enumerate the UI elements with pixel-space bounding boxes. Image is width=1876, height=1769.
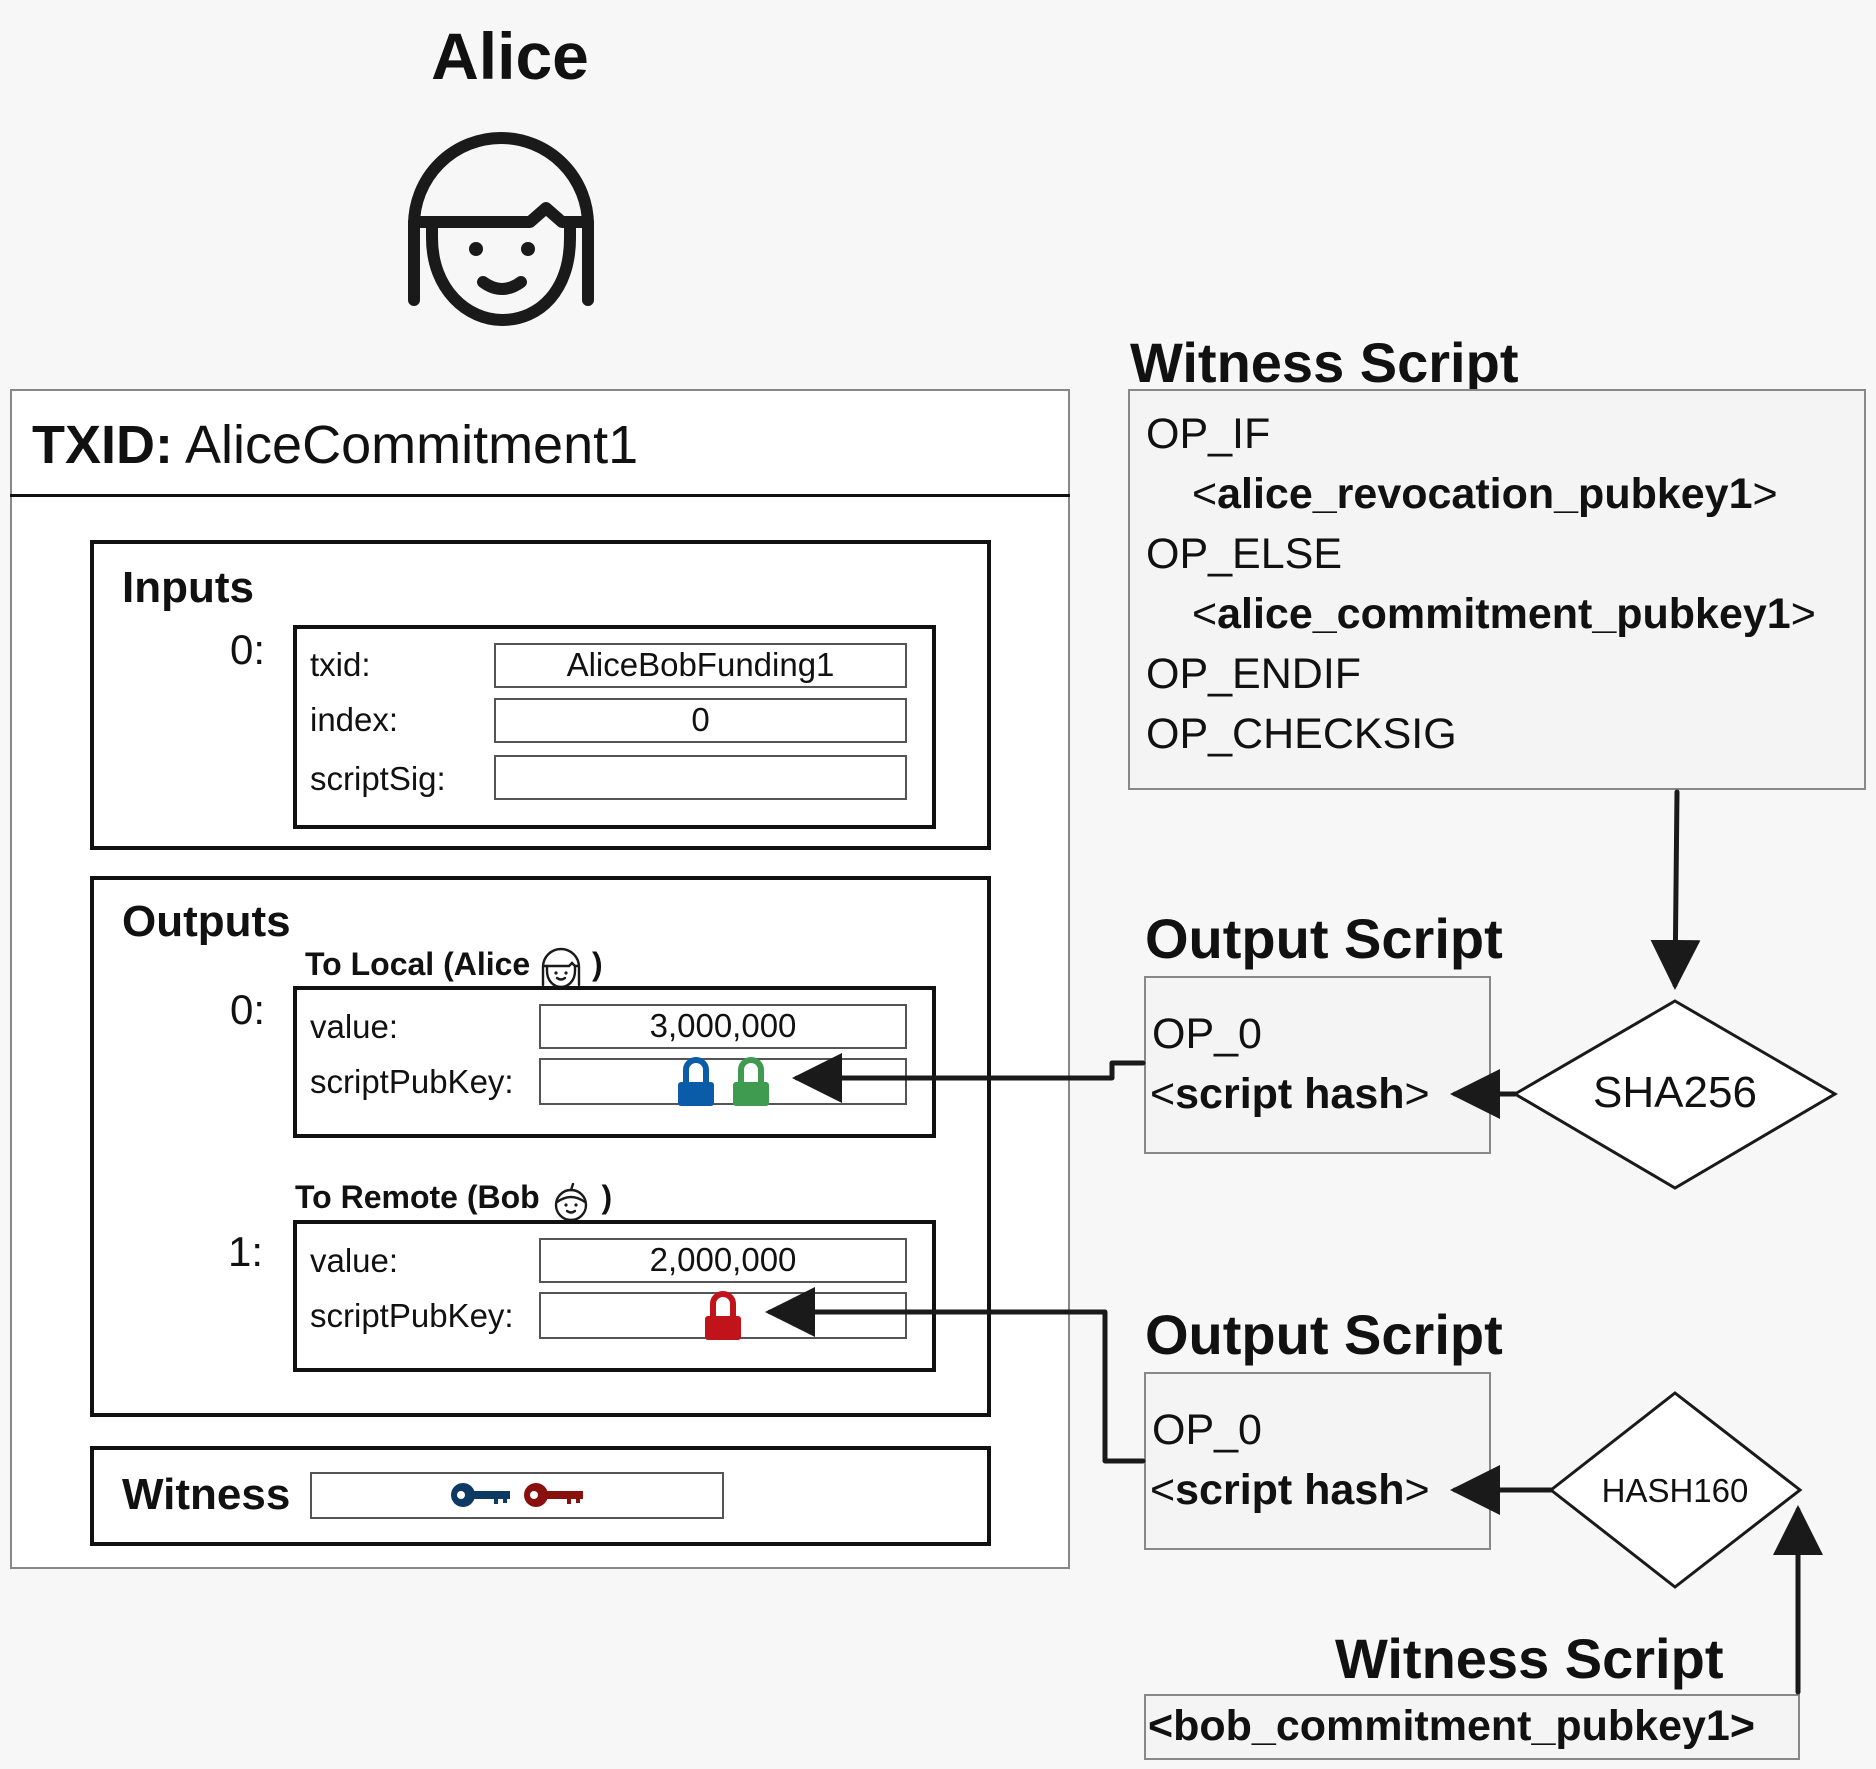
txid-label: TXID: bbox=[32, 415, 173, 475]
witness-script-bottom-panel bbox=[1144, 1694, 1800, 1760]
output-script-1-title: Output Script bbox=[1145, 907, 1503, 970]
page-title: Alice bbox=[431, 19, 589, 93]
output-1-spk-label: scriptPubKey: bbox=[310, 1297, 514, 1334]
output-script-2-panel bbox=[1144, 1372, 1491, 1550]
hash160-label: HASH160 bbox=[1601, 1472, 1749, 1509]
txid-heading: TXID: AliceCommitment1 bbox=[32, 414, 638, 476]
input-txid-field[interactable]: AliceBobFunding1 bbox=[494, 643, 907, 688]
output-0-value-field[interactable]: 3,000,000 bbox=[539, 1004, 907, 1049]
ws-line-5: OP_CHECKSIG bbox=[1146, 710, 1457, 758]
output-0-title-prefix: To Local (Alice bbox=[305, 946, 531, 982]
arrow-witness-to-sha256 bbox=[1650, 789, 1701, 990]
output-1-spk-field[interactable] bbox=[539, 1292, 907, 1339]
ws-line-1: <alice_revocation_pubkey1> bbox=[1192, 470, 1778, 518]
input-scriptsig-field[interactable] bbox=[494, 755, 907, 800]
transaction-header bbox=[10, 389, 1070, 497]
output-1-index: 1: bbox=[228, 1228, 264, 1275]
witness-script-top-panel bbox=[1128, 389, 1866, 790]
output-0-spk-label: scriptPubKey: bbox=[310, 1063, 514, 1100]
output-script-2-title: Output Script bbox=[1145, 1303, 1503, 1366]
ws-line-0: OP_IF bbox=[1146, 410, 1271, 458]
witness-title: Witness bbox=[122, 1470, 291, 1519]
input-index-label: index: bbox=[310, 701, 399, 738]
output-0-spk-field[interactable] bbox=[539, 1058, 907, 1105]
sha256-label: SHA256 bbox=[1593, 1068, 1757, 1117]
os2-line-1: OP_0 bbox=[1152, 1406, 1262, 1454]
inputs-title: Inputs bbox=[122, 563, 254, 612]
ws-line-2: OP_ELSE bbox=[1146, 530, 1342, 578]
output-1-title: To Remote (Bob ) bbox=[295, 1179, 613, 1221]
ws-line-3: <alice_commitment_pubkey1> bbox=[1192, 590, 1816, 638]
output-1-value-label: value: bbox=[310, 1242, 399, 1279]
output-1-value-field[interactable]: 2,000,000 bbox=[539, 1238, 907, 1283]
input-txid-label: txid: bbox=[310, 646, 371, 683]
witness-field[interactable] bbox=[310, 1472, 724, 1519]
alice-mini-icon bbox=[539, 947, 583, 988]
output-0-index: 0: bbox=[230, 986, 266, 1033]
witness-script-bottom-value: <bob_commitment_pubkey1> bbox=[1148, 1702, 1755, 1750]
witness-script-top-title: Witness Script bbox=[1130, 331, 1519, 394]
bob-mini-icon bbox=[549, 1180, 593, 1221]
output-0-title: To Local (Alice ) bbox=[305, 946, 603, 988]
output-1-title-suffix: ) bbox=[601, 1179, 613, 1215]
os2-line-2: <script hash> bbox=[1150, 1466, 1430, 1514]
input-index: 0: bbox=[230, 626, 266, 673]
input-index-field[interactable]: 0 bbox=[494, 698, 907, 743]
ws-line-4: OP_ENDIF bbox=[1146, 650, 1362, 698]
output-0-value-label: value: bbox=[310, 1008, 399, 1045]
os1-line-1: OP_0 bbox=[1152, 1010, 1262, 1058]
output-1-title-prefix: To Remote (Bob bbox=[295, 1179, 540, 1215]
output-script-1-panel bbox=[1144, 976, 1491, 1154]
outputs-title: Outputs bbox=[122, 897, 291, 946]
witness-script-bottom-title: Witness Script bbox=[1335, 1627, 1724, 1690]
input-scriptsig-label: scriptSig: bbox=[310, 760, 446, 797]
output-0-title-suffix: ) bbox=[592, 946, 603, 982]
os1-line-2: <script hash> bbox=[1150, 1070, 1430, 1118]
txid-value: AliceCommitment1 bbox=[185, 415, 639, 475]
